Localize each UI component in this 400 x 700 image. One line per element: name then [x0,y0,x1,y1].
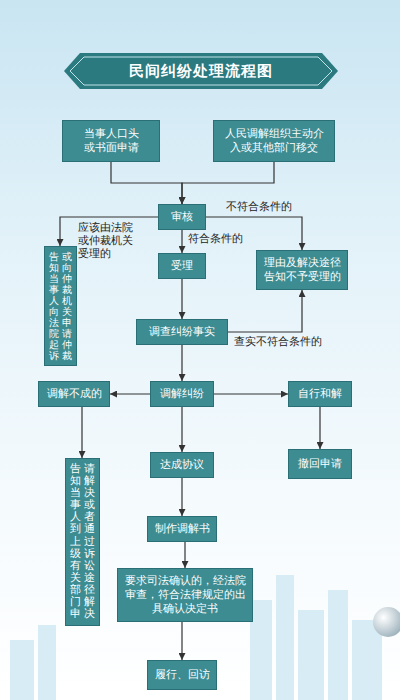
box-text: 制作调解书 [155,522,210,536]
flow-arrow [181,279,182,319]
box-text: 当事人口头或书面申请 [82,127,140,155]
box-text: 自行和解 [298,387,342,401]
flow-arrow [214,393,288,394]
process-box: 当事人口头或书面申请 [62,120,160,162]
flow-arrow [81,407,82,458]
box-text: 理由及解决途径告知不予受理的 [263,256,341,284]
box-text: 受理 [171,259,193,273]
title-text: 民间纠纷处理流程图 [129,62,273,81]
flow-arrow [181,478,182,516]
box-text: 告知当事人到上级有关部门申 [70,463,81,620]
box-text: 告知当事人向法院起诉 [49,251,59,361]
box-text: 审核 [171,210,193,224]
vertical-note-box: 告知当事人向法院起诉或向仲裁机关申请仲裁 [44,246,77,366]
flow-arrow [184,542,185,568]
box-text: 达成协议 [160,458,204,472]
flow-arrow [319,407,320,449]
flow-arrow [181,407,182,452]
process-box: 人民调解组织主动介入或其他部门移交 [213,120,335,162]
process-box: 调解纠纷 [150,381,214,407]
flow-arrow [181,345,182,381]
edge-label: 符合条件的 [188,232,243,245]
flow-arrow [228,290,302,332]
process-box: 审核 [158,204,206,230]
process-box: 受理 [158,253,206,279]
title-banner [64,53,338,89]
sphere-ornament [373,607,400,637]
flow-arrow [182,162,274,204]
edge-label: 查实不符合条件的 [234,335,322,348]
process-box: 自行和解 [288,381,352,407]
box-text: 请解决或者通过诉讼途径解决 [84,463,95,620]
process-box: 调查纠纷事实 [136,319,228,345]
flow-arrow [181,230,182,253]
flow-arrow [181,622,182,660]
box-text: 调解不成的 [47,387,102,401]
process-box: 撤回申请 [288,449,352,479]
box-text: 人民调解组织主动介入或其他部门移交 [223,127,325,155]
box-text: 调查纠纷事实 [149,325,215,339]
process-box: 制作调解书 [147,516,217,542]
process-box: 达成协议 [150,452,214,478]
process-box: 理由及解决途径告知不予受理的 [256,250,348,290]
box-text: 要求司法确认的，经法院审查，符合法律规定的出具确认决定书 [124,574,246,615]
vertical-note-box: 告知当事人到上级有关部门申请解决或者通过诉讼途径解决 [65,458,100,626]
flow-arrow [110,393,150,394]
title-banner-text: 民间纠纷处理流程图 [72,54,330,88]
process-box: 调解不成的 [38,381,110,407]
box-text: 或向仲裁机关申请仲裁 [62,251,72,361]
box-text: 调解纠纷 [160,387,204,401]
edge-label: 不符合条件的 [226,200,292,213]
flow-arrow [111,162,182,204]
process-box: 要求司法确认的，经法院审查，符合法律规定的出具确认决定书 [117,568,253,622]
box-text: 撤回申请 [298,457,342,471]
edge-label: 应该由法院或仲裁机关受理的 [78,221,136,260]
box-text: 履行、回访 [155,668,210,682]
process-box: 履行、回访 [147,660,217,690]
